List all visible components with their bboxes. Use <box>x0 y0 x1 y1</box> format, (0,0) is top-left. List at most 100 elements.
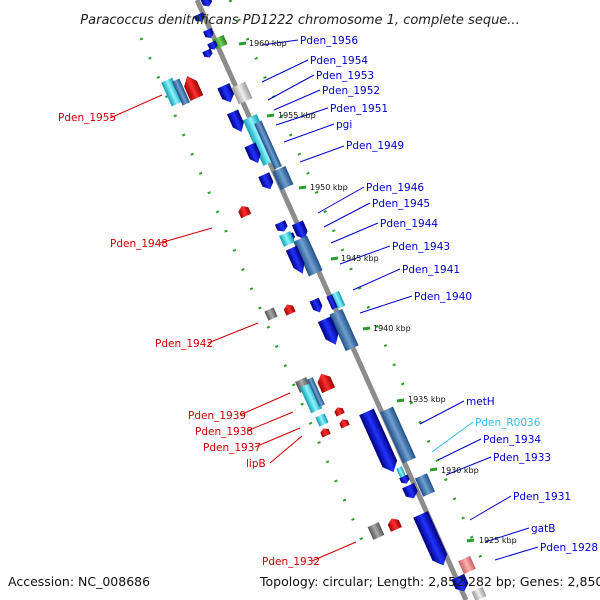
leader-line <box>311 541 357 562</box>
gene-minus-strand[interactable] <box>315 371 336 394</box>
leader-line <box>246 411 294 432</box>
leader-line <box>469 495 512 521</box>
gene-plus-strand[interactable] <box>274 220 289 234</box>
gene-plus-strand[interactable] <box>380 406 416 464</box>
gene-label-right[interactable]: Pden_1954 <box>310 55 368 67</box>
leader-line <box>261 39 299 46</box>
gene-minus-strand[interactable] <box>237 204 252 219</box>
gene-label-right[interactable]: Pden_1943 <box>392 241 450 253</box>
gene-plus-strand[interactable] <box>329 308 359 352</box>
gene-rna[interactable] <box>315 413 329 427</box>
gene-label-right[interactable]: Pden_1952 <box>322 85 380 97</box>
gene-label-left[interactable]: Pden_1939 <box>188 410 246 422</box>
gene-minus-strand[interactable] <box>338 418 350 429</box>
gene-plus-strand[interactable] <box>285 245 308 276</box>
gene-label-right[interactable]: Pden_1949 <box>346 140 404 152</box>
gene-plus-strand[interactable] <box>359 408 401 476</box>
gene-rna[interactable] <box>299 382 323 414</box>
gene-plus-strand[interactable] <box>172 78 190 106</box>
gene-label-left[interactable]: Pden_1932 <box>262 556 320 568</box>
gene-plus-strand[interactable] <box>291 220 310 241</box>
gene-label-right[interactable]: Pden_1933 <box>493 452 551 464</box>
gene-plus-strand[interactable] <box>293 235 323 277</box>
gene-minus-strand[interactable] <box>386 516 402 532</box>
gene-plus-strand[interactable] <box>402 482 420 501</box>
gene-plus-strand[interactable] <box>200 0 213 9</box>
right-tick-track <box>228 0 484 561</box>
gene-plus-strand[interactable] <box>264 307 278 321</box>
gene-label-left[interactable]: lipB <box>246 458 266 470</box>
gene-label-left[interactable]: Pden_1948 <box>110 238 168 250</box>
gene-plus-strand[interactable] <box>471 586 487 600</box>
gene-plus-strand[interactable] <box>203 28 215 40</box>
gene-plus-strand[interactable] <box>451 573 470 594</box>
gene-plus-strand[interactable] <box>326 294 338 310</box>
label-leader-lines <box>109 39 539 562</box>
gene-label-right[interactable]: Pden_1953 <box>316 70 374 82</box>
gene-label-right[interactable]: Pden_1951 <box>330 103 388 115</box>
gene-minus-strand[interactable] <box>282 302 296 316</box>
gene-features[interactable] <box>161 0 487 600</box>
leader-line <box>239 392 291 416</box>
leader-line <box>317 186 365 214</box>
gene-plus-strand[interactable] <box>399 474 410 486</box>
gene-rna[interactable] <box>161 77 183 107</box>
gene-label-left[interactable]: Pden_1942 <box>155 338 213 350</box>
gene-rna[interactable] <box>330 290 346 310</box>
kbp-label: 1945 kbp <box>341 254 379 263</box>
kbp-tick <box>330 256 339 261</box>
gene-label-right[interactable]: pgi <box>336 119 352 131</box>
gene-plus-strand[interactable] <box>193 12 206 23</box>
gene-label-right[interactable]: Pden_1941 <box>402 264 460 276</box>
gene-label-right[interactable]: Pden_1946 <box>366 182 424 194</box>
kbp-label: 1955 kbp <box>278 111 316 120</box>
gene-rna[interactable] <box>279 231 295 247</box>
gene-plus-strand[interactable] <box>231 81 253 105</box>
gene-plus-strand[interactable] <box>458 555 476 575</box>
gene-label-right[interactable]: Pden_1931 <box>513 491 571 503</box>
map-title: Paracoccus denitrificans PD1222 chromoso… <box>80 13 519 28</box>
gene-label-right[interactable]: Pden_1956 <box>300 35 358 47</box>
gene-plus-strand[interactable] <box>244 142 263 165</box>
kbp-tick <box>429 467 438 472</box>
kbp-label: 1935 kbp <box>408 395 446 404</box>
gene-plus-strand[interactable] <box>254 120 282 170</box>
gene-plus-strand[interactable] <box>307 377 325 407</box>
gene-minus-strand[interactable] <box>181 73 204 101</box>
gene-minus-strand[interactable] <box>319 427 331 438</box>
leader-line <box>359 295 413 314</box>
leader-line <box>254 427 301 448</box>
gene-label-right[interactable]: Pden_1940 <box>414 291 472 303</box>
gene-plus-strand[interactable] <box>413 511 451 569</box>
gene-plus-strand[interactable] <box>207 40 218 52</box>
leader-line <box>275 107 329 126</box>
gene-plus-strand[interactable] <box>258 172 275 192</box>
gene-label-left[interactable]: Pden_1937 <box>203 442 261 454</box>
gene-plus-strand[interactable] <box>272 166 294 190</box>
kbp-label: 1950 kbp <box>310 183 348 192</box>
gene-minus-strand[interactable] <box>333 406 345 417</box>
kbp-label: 1960 kbp <box>249 39 287 48</box>
gene-label-right[interactable]: Pden_1945 <box>372 198 430 210</box>
gene-label-right[interactable]: Pden_1928 <box>540 542 598 554</box>
gene-plus-strand[interactable] <box>414 473 436 497</box>
gene-label-right[interactable]: metH <box>466 396 495 408</box>
gene-label-left[interactable]: Pden_1955 <box>58 112 116 124</box>
gene-plus-strand[interactable] <box>367 522 385 540</box>
gene-label-left[interactable]: Pden_1938 <box>195 426 253 438</box>
gene-label-right[interactable]: gatB <box>531 523 555 535</box>
gene-label-right[interactable]: Pden_1934 <box>483 434 541 446</box>
kbp-label: 1940 kbp <box>373 324 411 333</box>
gene-plus-strand[interactable] <box>217 83 236 105</box>
kbp-tick <box>266 113 275 118</box>
gene-label-right[interactable]: Pden_1944 <box>380 218 438 230</box>
gene-plus-strand[interactable] <box>227 109 247 135</box>
kbp-ticks <box>238 41 475 543</box>
gene-plus-strand[interactable] <box>202 48 213 60</box>
gene-plus-strand[interactable] <box>317 316 342 347</box>
gene-label-right-rna[interactable]: Pden_R0036 <box>475 417 541 429</box>
leader-line <box>269 435 303 464</box>
gene-plus-strand[interactable] <box>309 297 325 315</box>
gene-rna[interactable] <box>396 466 406 478</box>
